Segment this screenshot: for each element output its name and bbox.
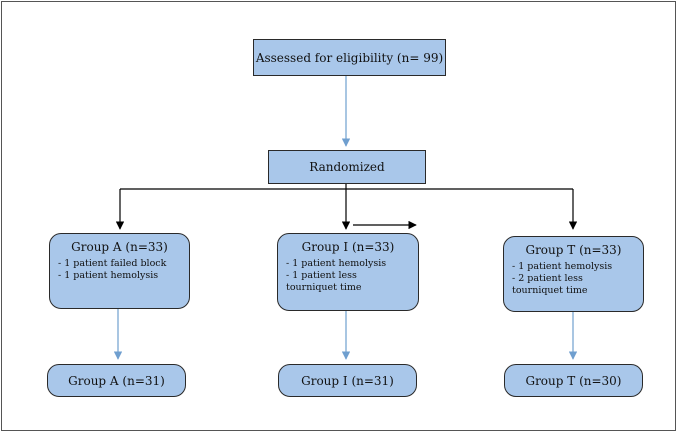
group-a-title: Group A (n=33): [71, 240, 168, 254]
group-i-final-box: Group I (n=31): [278, 364, 417, 397]
group-t-final-box: Group T (n=30): [504, 364, 643, 397]
group-t-note-2: - 2 patient less tourniquet time: [512, 273, 588, 296]
group-a-note-2: - 1 patient hemolysis: [58, 270, 159, 281]
group-i-final-label: Group I (n=31): [301, 373, 394, 388]
group-i-box: Group I (n=33) - 1 patient hemolysis - 1…: [277, 233, 419, 311]
group-a-final-label: Group A (n=31): [68, 373, 165, 388]
group-i-note-2: - 1 patient less tourniquet time: [286, 270, 362, 293]
randomized-label: Randomized: [309, 160, 385, 174]
group-t-box: Group T (n=33) - 1 patient hemolysis - 2…: [503, 236, 644, 312]
group-t-final-label: Group T (n=30): [525, 373, 622, 388]
randomized-box: Randomized: [268, 150, 426, 184]
group-a-note-1: - 1 patient failed block: [58, 258, 167, 269]
group-t-note-1: - 1 patient hemolysis: [512, 261, 613, 272]
assessed-label: Assessed for eligibility (n= 99): [255, 50, 444, 65]
group-t-title: Group T (n=33): [525, 243, 622, 257]
group-a-final-box: Group A (n=31): [47, 364, 186, 397]
assessed-box: Assessed for eligibility (n= 99): [253, 39, 446, 76]
group-i-note-1: - 1 patient hemolysis: [286, 258, 387, 269]
group-a-box: Group A (n=33) - 1 patient failed block …: [49, 233, 190, 309]
group-i-title: Group I (n=33): [301, 240, 395, 254]
